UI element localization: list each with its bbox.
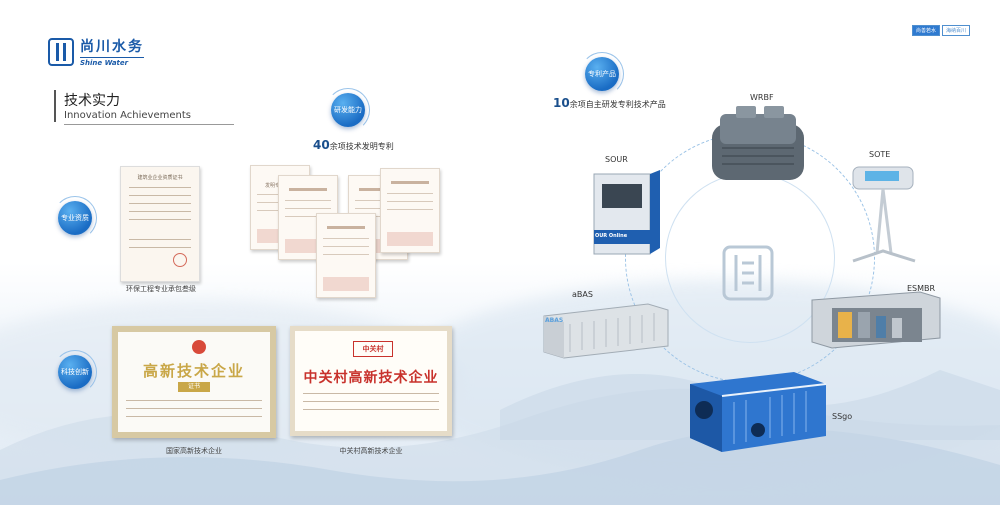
products-number: 10 xyxy=(553,96,570,110)
products-stat: 10余项自主研发专利技术产品 xyxy=(553,96,666,110)
seal-icon xyxy=(173,253,187,267)
hightech-cert-sub: 证书 xyxy=(178,382,210,392)
section-title-en: Innovation Achievements xyxy=(64,110,191,121)
brand-name-en: Shine Water xyxy=(80,57,144,67)
products-text: 余项自主研发专利技术产品 xyxy=(569,100,666,109)
esmbr-container-graphic xyxy=(811,291,941,349)
section-title: 技术实力 Innovation Achievements xyxy=(54,90,234,125)
certificate-title: 建筑业企业资质证书 xyxy=(137,175,183,181)
patents-stat: 40余项技术发明专利 xyxy=(313,138,394,152)
sour-screen-text: OUR Online xyxy=(595,233,628,239)
bubble-ring xyxy=(53,350,97,394)
innovation-bubble: 科技创新 xyxy=(58,355,92,389)
zgc-certificate: 中关村 中关村高新技术企业 xyxy=(290,326,452,436)
patent-certificate xyxy=(380,168,440,253)
logo-mark-icon xyxy=(48,37,74,66)
product-label-ssgo: SSgo xyxy=(832,412,853,421)
product-label-abas: aBAS xyxy=(572,290,593,299)
top-tag: 海纳百川 xyxy=(941,25,970,36)
ssgo-unit-graphic xyxy=(690,372,827,452)
product-label-wrbf: WRBF xyxy=(750,93,774,102)
contract-caption: 环保工程专业承包叁级 xyxy=(126,285,196,293)
zgc-caption: 中关村高新技术企业 xyxy=(339,447,403,455)
emblem-icon xyxy=(192,340,206,354)
zgc-cert-title: 中关村高新技术企业 xyxy=(303,370,439,386)
contract-certificate: 建筑业企业资质证书 xyxy=(120,166,200,282)
sote-stand-graphic xyxy=(852,166,916,263)
bubble-ring xyxy=(53,196,97,240)
brand-logo: 尚川水务 Shine Water xyxy=(48,36,144,67)
patents-number: 40 xyxy=(313,138,330,152)
patents-text: 余项技术发明专利 xyxy=(329,142,394,151)
qualification-bubble: 专业资质 xyxy=(58,201,92,235)
top-tag: 尚善若水 xyxy=(911,25,940,36)
title-underline xyxy=(64,124,234,125)
hightech-certificate: 高新技术企业 证书 xyxy=(112,326,276,438)
hightech-cert-title: 高新技术企业 xyxy=(142,362,245,380)
top-tags: 尚善若水 海纳百川 xyxy=(911,25,970,36)
brand-name-cn: 尚川水务 xyxy=(80,39,144,55)
center-logo-icon xyxy=(722,245,774,301)
bubble-ring xyxy=(580,52,624,96)
sour-cabinet-graphic xyxy=(593,170,660,255)
product-label-sour: SOUR xyxy=(605,155,628,164)
patent-certificate xyxy=(316,213,376,298)
zgc-brand-mark: 中关村 xyxy=(353,341,393,357)
hightech-caption: 国家高新技术企业 xyxy=(166,447,222,455)
title-bar xyxy=(54,90,56,122)
product-label-esmbr: ESMBR xyxy=(907,284,936,293)
abas-side-text: ABAS xyxy=(545,317,564,324)
abas-container-graphic xyxy=(543,303,669,359)
products-bubble: 专利产品 xyxy=(585,57,619,91)
wrbf-tank-graphic xyxy=(712,106,804,180)
bubble-ring xyxy=(326,88,370,132)
section-title-cn: 技术实力 xyxy=(64,93,120,109)
research-bubble: 研发能力 xyxy=(331,93,365,127)
product-label-sote: SOTE xyxy=(869,150,891,159)
